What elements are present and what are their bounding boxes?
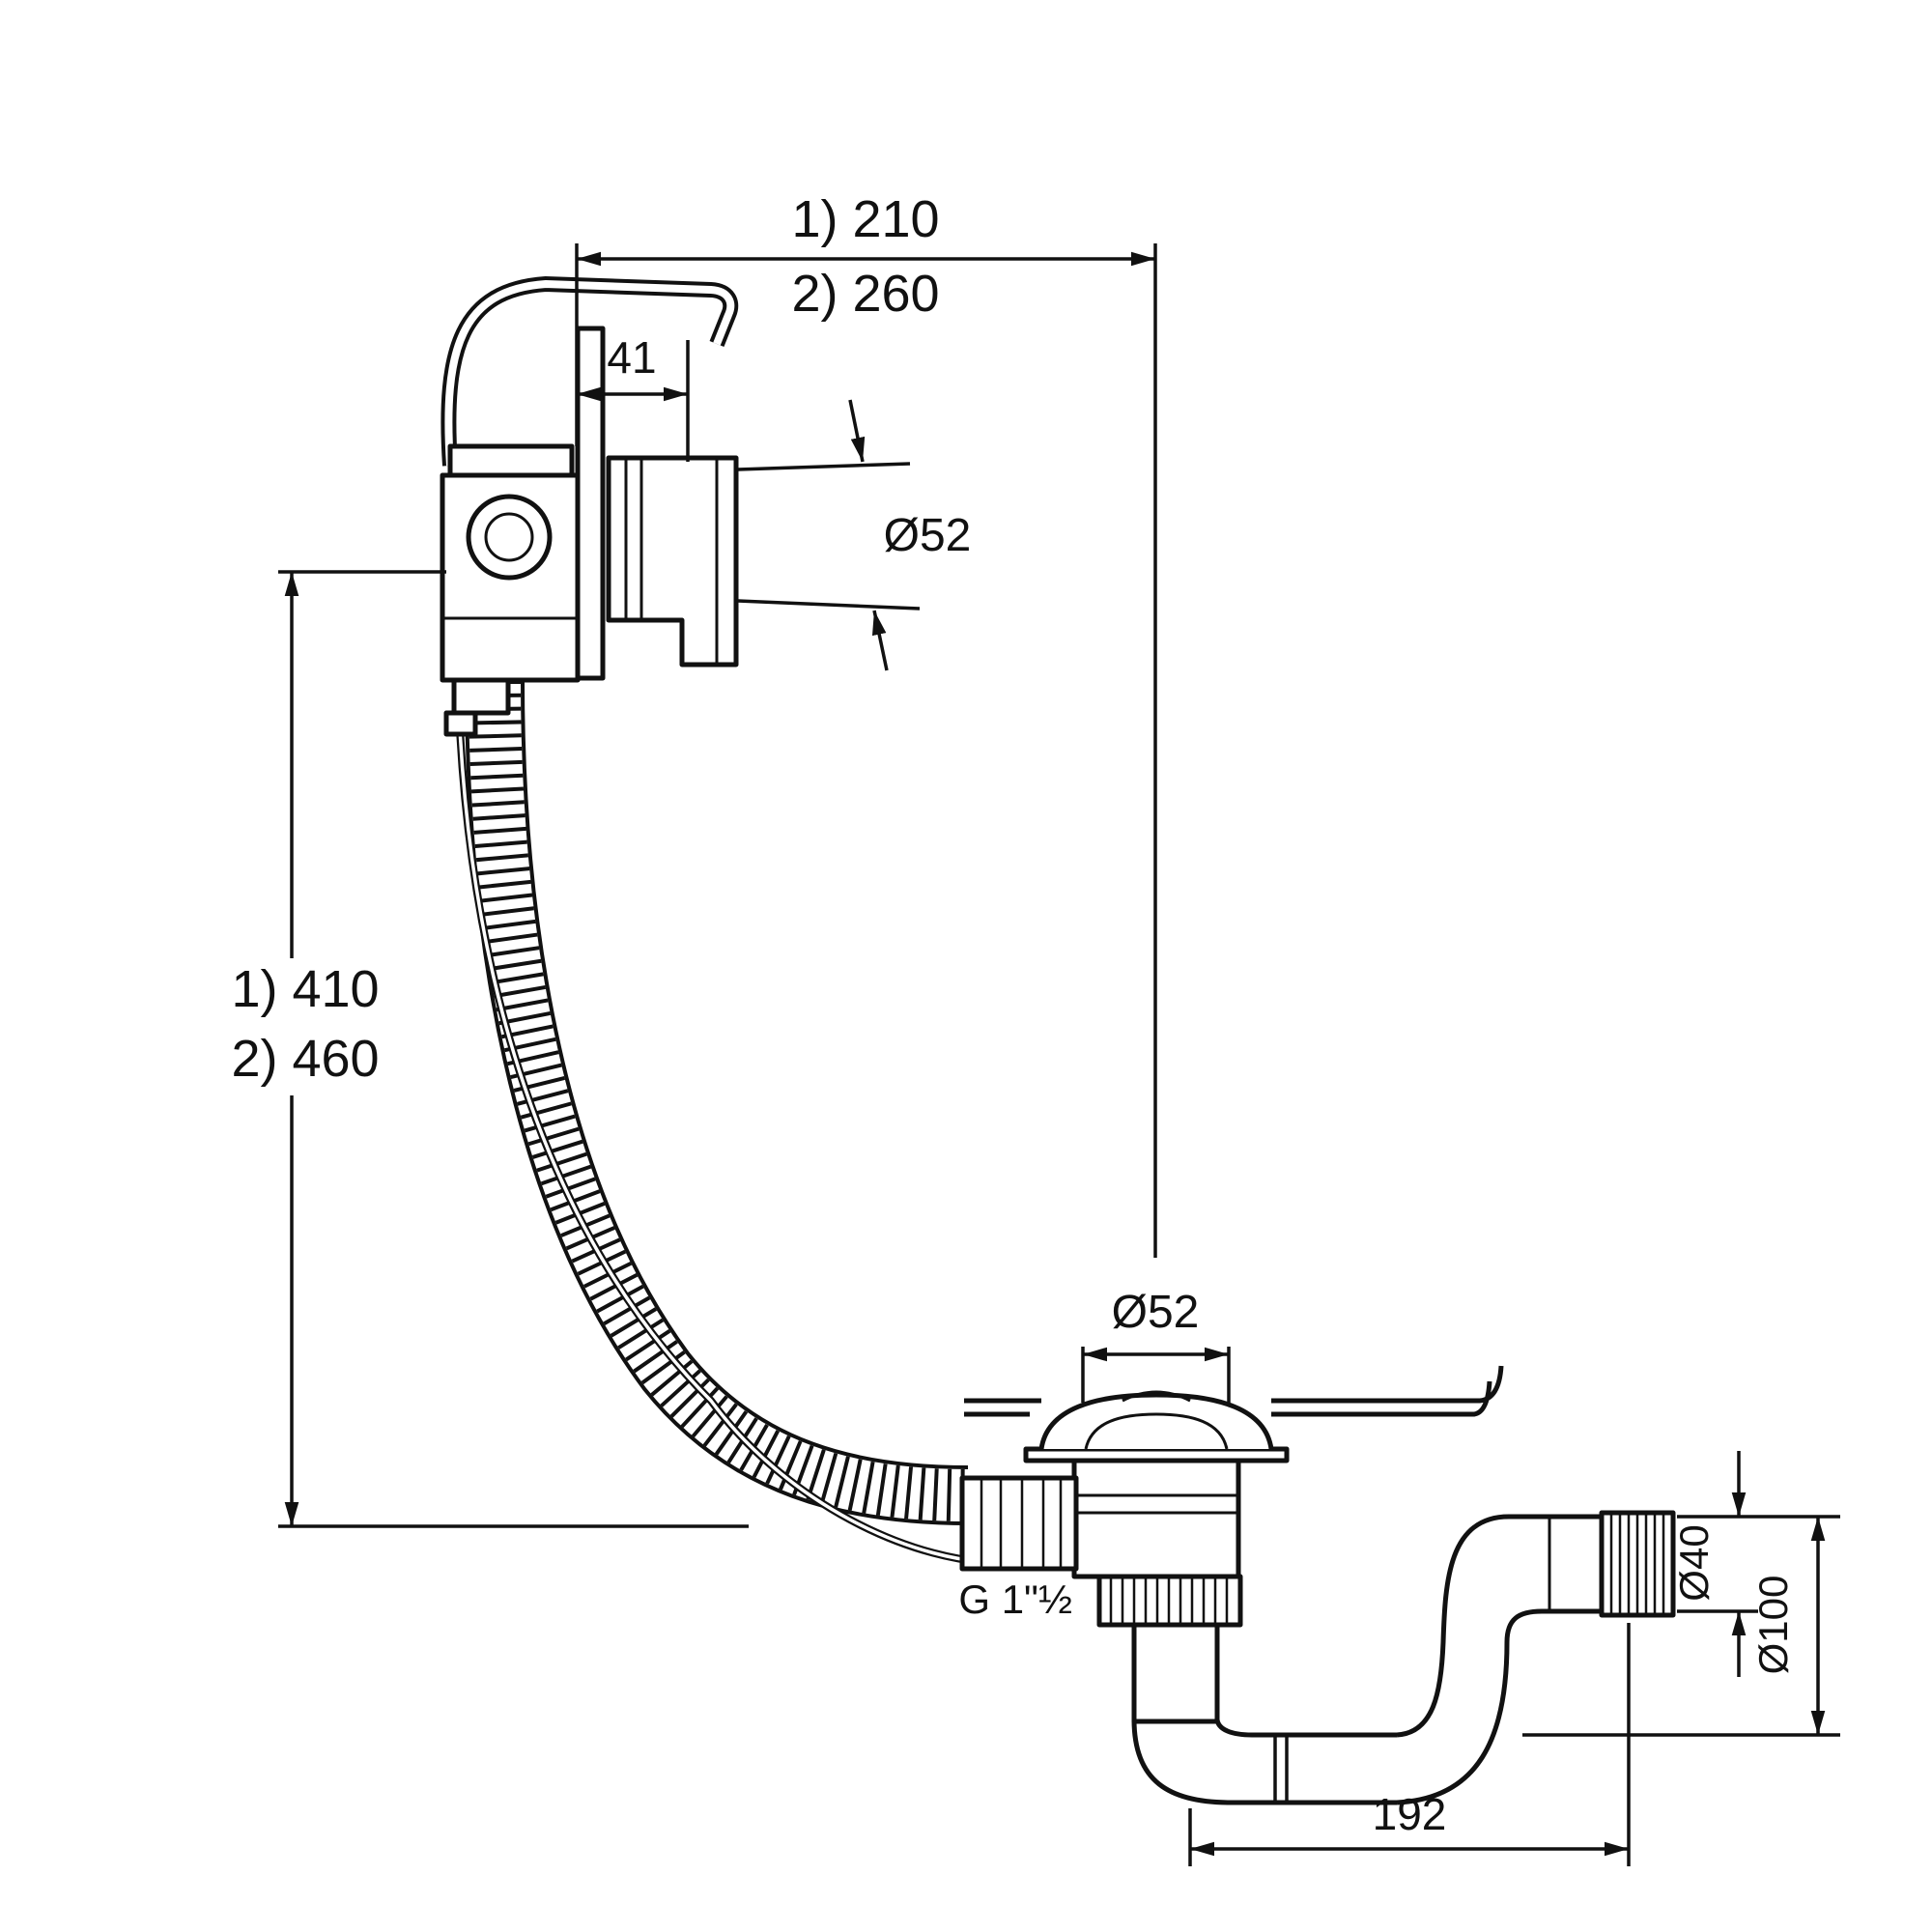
outlet-diameter-label: Ø40 — [1671, 1524, 1717, 1601]
cable-outline — [456, 727, 1017, 1568]
top-width-label-1: 1) 210 — [791, 190, 939, 248]
dim-top-width: 1) 210 2) 260 — [575, 190, 1157, 1258]
waste-body — [1071, 1458, 1241, 1579]
dim-height-label-mask — [199, 958, 421, 1095]
hook-bracket — [440, 275, 739, 467]
dim-dia-elbow: Ø100 — [1522, 1517, 1840, 1737]
overflow-foot — [451, 677, 511, 716]
dia-top-witness-lower — [737, 599, 921, 611]
thread-collar-threads — [1109, 1577, 1229, 1625]
thread-size-label: G 1"½ — [958, 1577, 1072, 1622]
trim-sleeve-bands — [624, 458, 719, 665]
control-cable — [456, 727, 1017, 1568]
outlet-thread — [1599, 1510, 1676, 1618]
cable-fitting — [443, 710, 478, 737]
waste-flange-dome — [1038, 1392, 1274, 1450]
height-label-1: 1) 410 — [231, 960, 379, 1018]
outlet-length-label: 192 — [1373, 1789, 1447, 1839]
elbow-lower-inner — [1214, 1719, 1397, 1738]
pipe-union-ticks — [1273, 1735, 1289, 1803]
flange-rim — [1023, 1446, 1290, 1463]
flexible-hose — [465, 679, 969, 1525]
bath-floor-line — [964, 1365, 1504, 1417]
elbow-riser-outer — [1396, 1608, 1602, 1805]
bracket-offset-label: 41 — [607, 332, 656, 383]
hook-tube-core — [444, 279, 735, 467]
dim-dia-bottom: Ø52 — [1081, 1287, 1231, 1403]
coupling-nut — [959, 1475, 1079, 1572]
top-width-label-2: 2) 260 — [791, 265, 939, 323]
dia-top-leader-upper — [848, 399, 866, 463]
outlet-elbow — [1131, 1514, 1602, 1805]
hose-core — [469, 679, 969, 1521]
tailpipe — [1131, 1622, 1220, 1724]
dim-dia-top: Ø52 — [737, 399, 972, 671]
trim-diameter-label: Ø52 — [884, 510, 972, 561]
elbow-lower-outer — [1131, 1719, 1397, 1805]
mounting-plate — [575, 326, 606, 681]
waste-flange-inner — [1084, 1412, 1229, 1450]
elbow-riser-inner — [1396, 1514, 1602, 1738]
dia-top-leader-lower — [871, 610, 889, 671]
control-knob — [466, 494, 553, 581]
overflow-top-cap — [447, 443, 575, 478]
elbow-diameter-label: Ø100 — [1750, 1576, 1796, 1675]
cable-core — [458, 727, 1017, 1565]
outlet-thread-crests — [1609, 1513, 1665, 1615]
hose-ribs — [469, 679, 969, 1521]
overflow-assembly — [440, 275, 739, 737]
trim-sleeve — [606, 455, 739, 668]
drain-assembly — [959, 1365, 1676, 1805]
waste-body-seams — [1074, 1493, 1238, 1515]
dim-offset-41: 41 — [577, 332, 690, 462]
height-label-2: 2) 460 — [231, 1030, 379, 1088]
control-knob-inner — [484, 512, 534, 562]
coupling-nut-facets — [980, 1478, 1063, 1569]
bath-floor-right — [1271, 1365, 1504, 1417]
dia-top-witness-upper — [737, 462, 911, 471]
dim-outlet-length: 192 — [1188, 1623, 1631, 1866]
dim-height-left: 1) 410 2) 460 — [199, 570, 749, 1528]
waste-diameter-label: Ø52 — [1112, 1287, 1200, 1338]
bath-floor-left — [964, 1398, 1041, 1417]
waste-flange-cap — [1122, 1390, 1191, 1403]
